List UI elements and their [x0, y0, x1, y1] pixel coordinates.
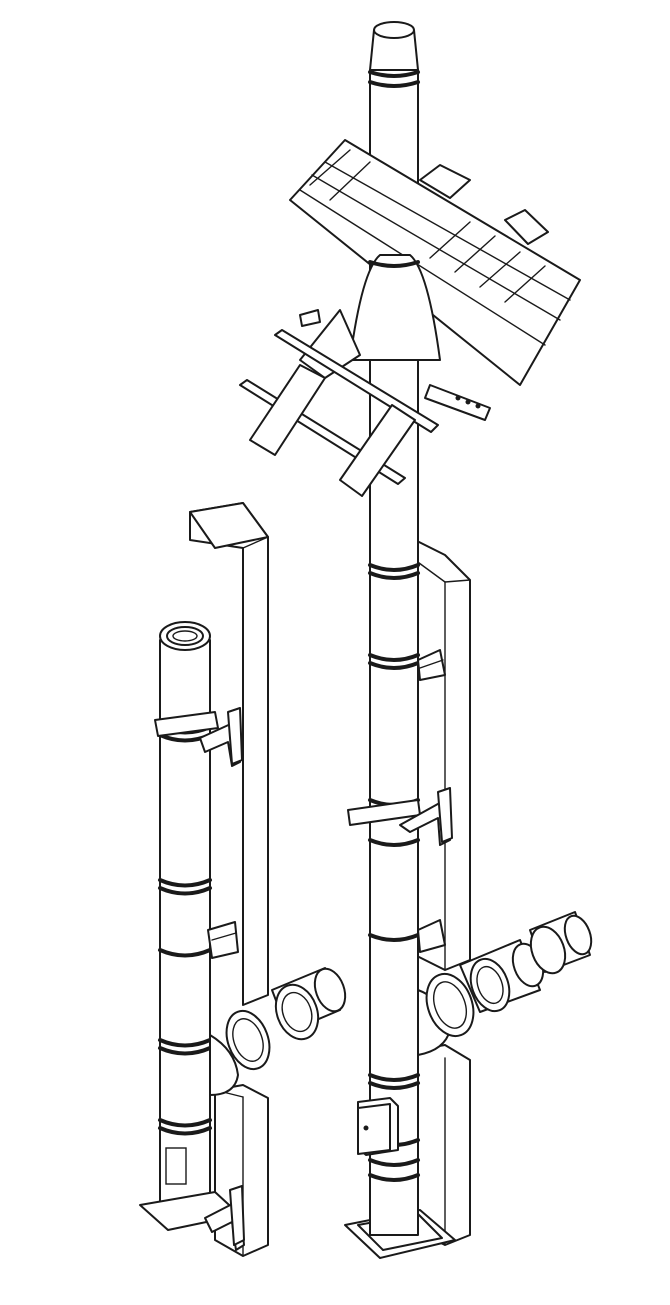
- right-inspection-door: [357, 1097, 399, 1156]
- left-base-support: [139, 1185, 245, 1251]
- left-upper-bracket: [154, 707, 243, 767]
- left-flue-pipe: [158, 621, 212, 1211]
- right-tee-connector: [417, 973, 475, 1056]
- right-lower-bracket: [417, 919, 446, 953]
- left-wall-panel: [189, 502, 269, 1006]
- right-roof-flashing: [289, 139, 581, 386]
- right-roof-support: [239, 309, 491, 497]
- right-middle-bracket: [347, 787, 453, 846]
- right-upper-bracket: [417, 649, 446, 681]
- right-wall-panel: [414, 539, 471, 971]
- left-tee-connector: [209, 1009, 271, 1096]
- left-middle-bracket: [207, 921, 239, 959]
- right-connector-pipes: [459, 911, 593, 1013]
- left-connector-pipe: [271, 967, 347, 1041]
